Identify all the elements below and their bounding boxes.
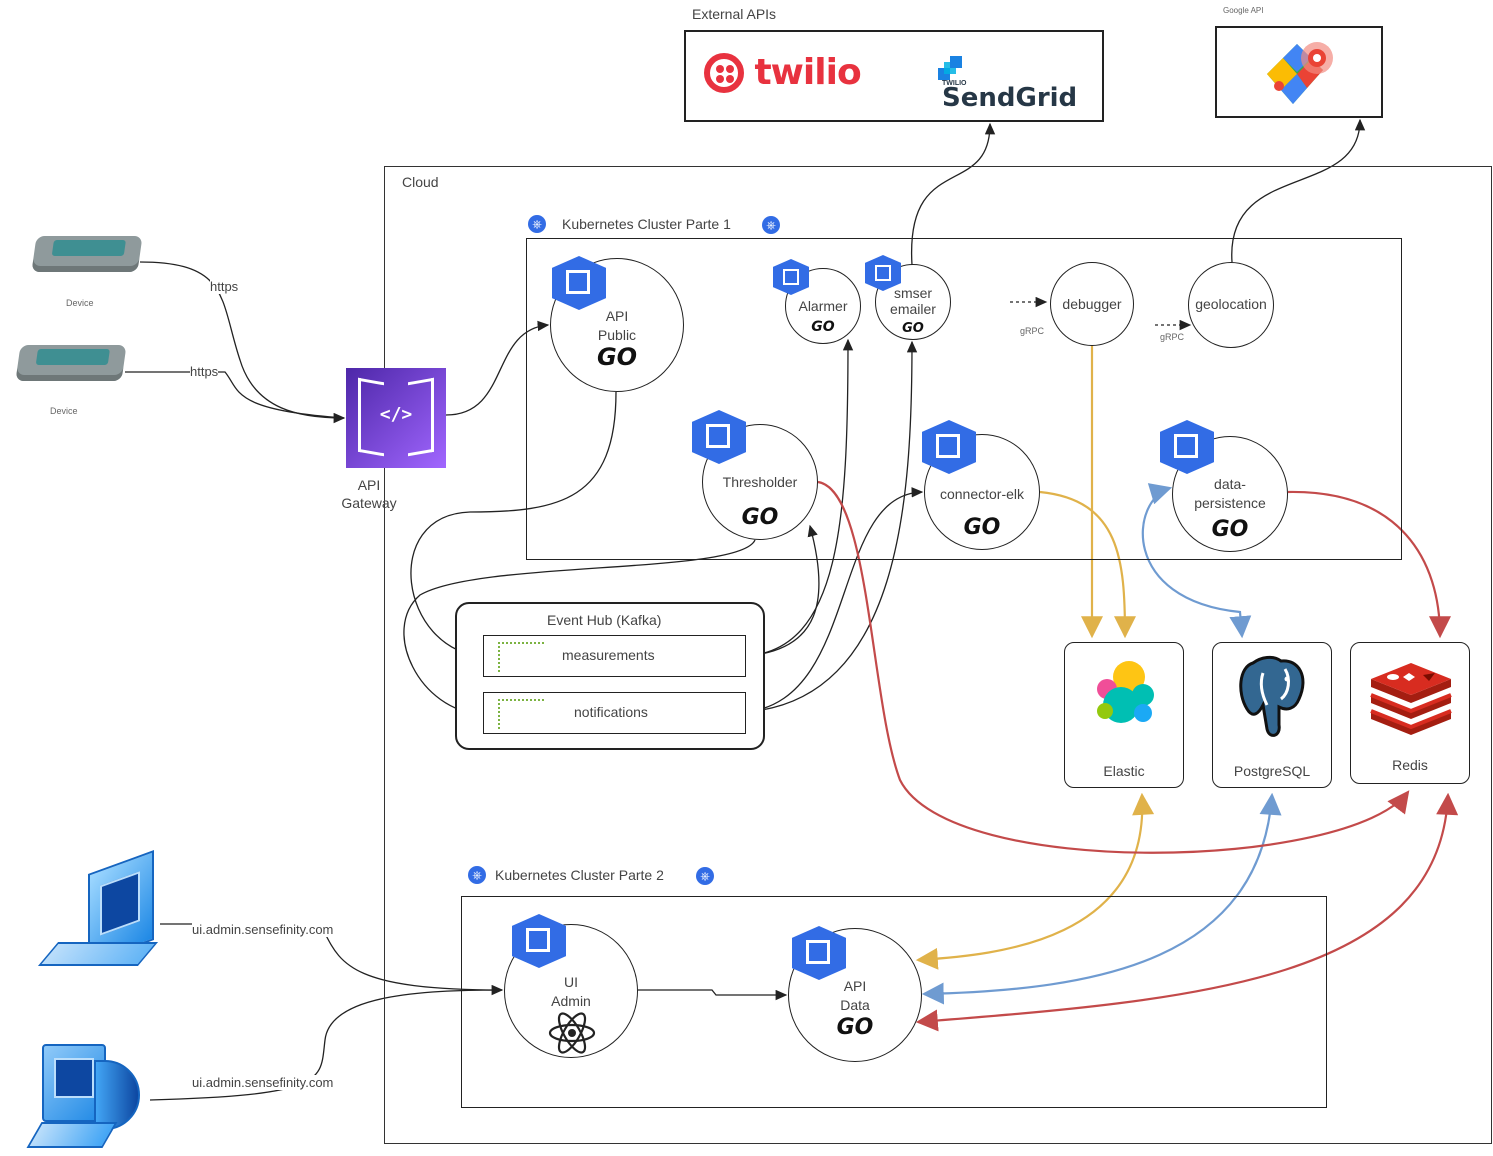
- smser-to-external: [911, 122, 996, 266]
- client2-to-ui-admin: [149, 989, 503, 1101]
- twilio-icon: [704, 52, 744, 93]
- twilio-logo: twilio: [704, 52, 862, 93]
- ui-admin-to-api-data: [638, 989, 788, 1001]
- device-label: Device: [50, 406, 78, 416]
- service-label: geolocation: [1195, 296, 1267, 312]
- persistence-to-redis: [1287, 490, 1451, 639]
- topic-label: measurements: [562, 647, 655, 663]
- device2-to-gateway: [125, 371, 345, 419]
- react-icon: [548, 1012, 596, 1054]
- api-gateway-label: API Gateway: [341, 477, 397, 511]
- k8s-icon: ⎈: [696, 867, 714, 885]
- go-logo: GO: [836, 1015, 874, 1040]
- client-url: ui.admin.sensefinity.com: [192, 922, 334, 937]
- service-label: API Public: [597, 308, 637, 343]
- service-geolocation[interactable]: geolocation: [1188, 262, 1274, 348]
- gateway-to-api-public: [445, 320, 550, 416]
- cloud-boundary: [384, 166, 1492, 1144]
- k8s-pod-icon: [773, 259, 809, 295]
- device-protocol: https: [190, 364, 219, 379]
- api-gateway-icon: </>: [346, 368, 446, 468]
- redis-icon: [1370, 663, 1452, 735]
- sendgrid-wordmark: SendGrid: [942, 83, 1078, 113]
- database-label: PostgreSQL: [1233, 763, 1311, 779]
- cluster1-title: Kubernetes Cluster Parte 1: [562, 216, 731, 232]
- service-label: UI Admin: [551, 974, 591, 1009]
- service-smser-emailer[interactable]: smser emailer GO: [875, 264, 951, 340]
- kafka-topic-measurements[interactable]: measurements: [483, 635, 746, 677]
- geolocation-to-google: [1231, 118, 1366, 263]
- k8s-icon: ⎈: [762, 216, 780, 234]
- elastic-icon: [1097, 661, 1154, 723]
- service-label: debugger: [1062, 296, 1122, 312]
- device-label: Device: [66, 298, 94, 308]
- service-debugger[interactable]: debugger: [1050, 262, 1134, 346]
- cluster2-box: [461, 896, 1327, 1108]
- topic-label: notifications: [574, 704, 648, 720]
- cluster2-title: Kubernetes Cluster Parte 2: [495, 867, 664, 883]
- service-label: API Data: [840, 978, 870, 1013]
- sendgrid-icon: [938, 56, 962, 80]
- go-logo: GO: [1211, 517, 1249, 542]
- database-postgresql[interactable]: PostgreSQL: [1212, 642, 1332, 788]
- sendgrid-small-label: TWILIO: [942, 80, 967, 87]
- go-logo: GO: [811, 319, 835, 335]
- service-label: Alarmer: [798, 298, 848, 314]
- laptop-icon: [37, 849, 159, 982]
- k8s-icon: ⎈: [468, 866, 486, 884]
- k8s-pod-icon: [552, 256, 606, 310]
- service-label: data- persistence: [1194, 476, 1266, 511]
- go-logo: GO: [902, 321, 924, 336]
- k8s-pod-icon: [512, 914, 566, 968]
- device-protocol: https: [210, 279, 239, 294]
- go-logo: GO: [596, 343, 638, 371]
- api-public-to-measurements: [410, 391, 617, 661]
- go-logo: GO: [963, 515, 1001, 540]
- database-redis[interactable]: Redis: [1350, 642, 1470, 784]
- postgresql-icon: [1239, 655, 1305, 737]
- k8s-pod-icon: [865, 255, 901, 291]
- google-maps-icon: [1267, 42, 1333, 104]
- k8s-pod-icon: [792, 926, 846, 980]
- google-api-box: [1215, 26, 1383, 118]
- service-label: smser emailer: [890, 285, 936, 317]
- k8s-pod-icon: [692, 410, 746, 464]
- device-icon: [15, 345, 127, 381]
- database-label: Elastic: [1103, 763, 1145, 779]
- service-label: Thresholder: [722, 474, 798, 490]
- topic-icon: [498, 699, 544, 729]
- external-apis-box: twilio TWILIO SendGrid: [684, 30, 1104, 122]
- measurements-to-alarmer: [745, 338, 854, 657]
- kafka-topic-notifications[interactable]: notifications: [483, 692, 746, 734]
- cluster1-box: [526, 238, 1402, 560]
- database-label: Redis: [1392, 757, 1428, 773]
- measurements-to-thresholder: [745, 524, 820, 657]
- external-apis-title: External APIs: [692, 6, 777, 22]
- client-url: ui.admin.sensefinity.com: [192, 1075, 334, 1090]
- k8s-pod-icon: [922, 420, 976, 474]
- k8s-icon: ⎈: [528, 215, 546, 233]
- sendgrid-logo: TWILIO SendGrid: [938, 56, 1102, 113]
- twilio-wordmark: twilio: [754, 52, 861, 93]
- notifications-to-connector: [745, 487, 924, 713]
- persistence-to-postgres: [1141, 483, 1252, 639]
- k8s-pod-icon: [1160, 420, 1214, 474]
- cloud-title: Cloud: [402, 174, 439, 190]
- database-elastic[interactable]: Elastic: [1064, 642, 1184, 788]
- event-hub-title: Event Hub (Kafka): [547, 612, 662, 628]
- desktop-computer-icon: [26, 1040, 144, 1152]
- grpc-label: gRPC: [1160, 332, 1185, 342]
- connector-to-elastic: [1039, 490, 1136, 639]
- service-label: connector-elk: [939, 486, 1025, 502]
- google-api-title: Google API: [1223, 6, 1264, 15]
- topic-icon: [498, 642, 544, 672]
- notifications-to-smser: [745, 340, 918, 713]
- device-icon: [31, 236, 143, 272]
- redis-to-api-data: [915, 792, 1459, 1032]
- go-logo: GO: [741, 505, 779, 530]
- grpc-label: gRPC: [1020, 326, 1045, 336]
